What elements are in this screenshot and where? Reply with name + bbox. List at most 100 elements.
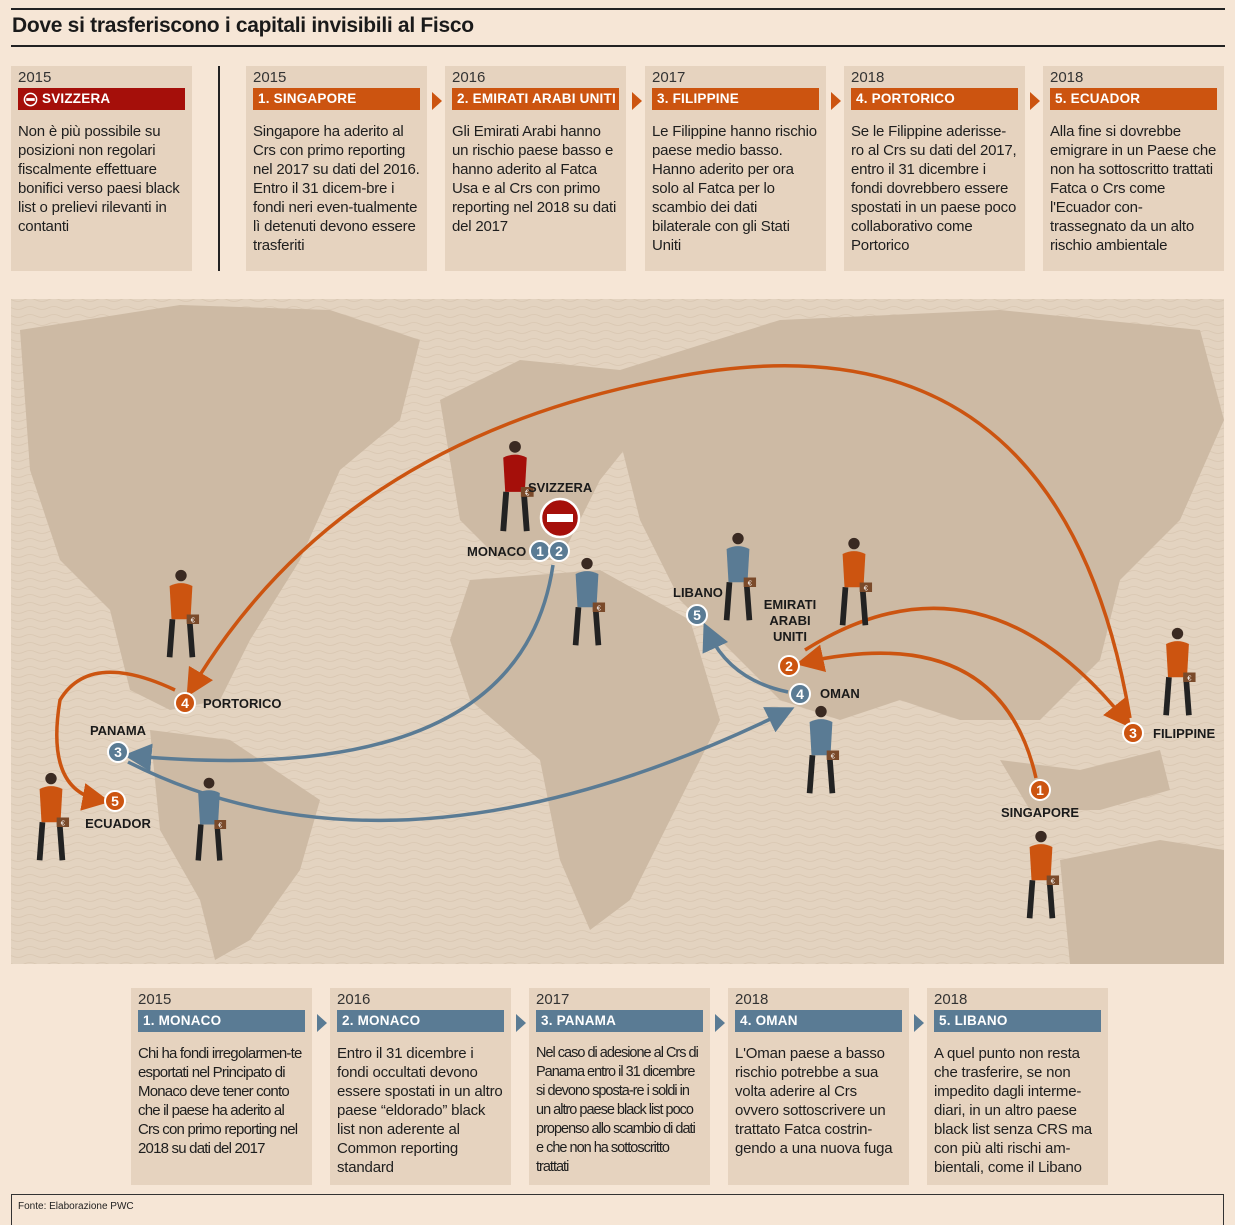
- label-svizzera: SVIZZERA: [528, 480, 593, 495]
- marker-number: 1: [536, 543, 544, 559]
- card-heading: 1. SINGAPORE: [253, 88, 420, 110]
- marker-panama: 3: [107, 741, 129, 763]
- arrow-icon: [632, 92, 642, 110]
- card-monaco-2: 2016 2. MONACO Entro il 31 dicembre i fo…: [330, 988, 511, 1185]
- card-text: Nel caso di adesione al Crs di Panama en…: [536, 1045, 699, 1175]
- card-text: Entro il 31 dicembre i fondi occultati d…: [337, 1045, 503, 1176]
- arrow-icon: [715, 1014, 725, 1032]
- route-singapore-emirati: [795, 644, 1038, 779]
- card-year: 2018: [934, 991, 968, 1008]
- card-year: 2016: [452, 69, 486, 86]
- card-text: Singapore ha aderito al Crs con primo re…: [253, 123, 420, 254]
- card-year: 2018: [1050, 69, 1084, 86]
- card-year: 2015: [18, 69, 52, 86]
- card-portorico: 2018 4. PORTORICO Se le Filippine aderis…: [844, 66, 1025, 271]
- marker-number: 2: [555, 543, 563, 559]
- marker-number: 4: [796, 686, 804, 702]
- card-heading: 5. ECUADOR: [1050, 88, 1217, 110]
- divider: [218, 66, 220, 271]
- label-portorico: PORTORICO: [203, 696, 282, 711]
- card-year: 2017: [536, 991, 570, 1008]
- marker-monaco1: 1: [529, 540, 551, 562]
- label-monaco: MONACO: [467, 544, 526, 559]
- card-year: 2015: [138, 991, 172, 1008]
- card-year: 2018: [851, 69, 885, 86]
- marker-circle: [1122, 722, 1144, 744]
- marker-oman: 4: [789, 683, 811, 705]
- card-text: L'Oman paese a basso rischio potrebbe a …: [735, 1045, 893, 1157]
- card-svizzera: 2015 SVIZZERA Non è più possibile su pos…: [11, 66, 192, 271]
- label-singapore: SINGAPORE: [1001, 805, 1079, 820]
- card-oman: 2018 4. OMAN L'Oman paese a basso rischi…: [728, 988, 909, 1185]
- europe: [440, 360, 640, 560]
- arrow-icon: [914, 1014, 924, 1032]
- card-heading: 4. OMAN: [735, 1010, 902, 1032]
- card-year: 2016: [337, 991, 371, 1008]
- card-filippine: 2017 3. FILIPPINE Le Filippine hanno ris…: [645, 66, 826, 271]
- label-panama: PANAMA: [90, 723, 147, 738]
- marker-number: 2: [785, 658, 793, 674]
- card-libano: 2018 5. LIBANO A quel punto non resta ch…: [927, 988, 1108, 1185]
- card-heading-text: SVIZZERA: [42, 91, 111, 106]
- marker-circle: [686, 604, 708, 626]
- marker-singapore: 1: [1029, 779, 1051, 801]
- label-emirati: EMIRATI: [764, 597, 816, 612]
- card-text: Chi ha fondi irregolarmen-te esportati n…: [138, 1045, 302, 1157]
- marker-number: 3: [1129, 725, 1137, 741]
- label-oman: OMAN: [820, 686, 860, 701]
- label-libano: LIBANO: [673, 585, 723, 600]
- no-entry-icon: [23, 92, 38, 106]
- route-oman-libano: [702, 622, 789, 694]
- marker-emirati: 2: [778, 655, 800, 677]
- marker-number: 5: [693, 607, 701, 623]
- arrow-icon: [831, 92, 841, 110]
- card-text: Non è più possibile su posizioni non reg…: [18, 123, 180, 235]
- routes: [55, 364, 1132, 823]
- arrow-icon: [317, 1014, 327, 1032]
- card-text: Se le Filippine aderisse-ro al Crs su da…: [851, 123, 1017, 254]
- top-rule: [11, 8, 1225, 10]
- marker-libano: 5: [686, 604, 708, 626]
- card-text: Alla fine si dovrebbe emigrare in un Pae…: [1050, 123, 1217, 254]
- title-rule: [11, 45, 1225, 47]
- marker-circle: [778, 655, 800, 677]
- arrow-icon: [516, 1014, 526, 1032]
- card-text: Le Filippine hanno rischio paese medio b…: [652, 123, 817, 254]
- label-filippine: FILIPPINE: [1153, 726, 1215, 741]
- card-text: A quel punto non resta che trasferire, s…: [934, 1045, 1092, 1176]
- card-heading: 2. MONACO: [337, 1010, 504, 1032]
- route-monaco-panama: [123, 564, 555, 772]
- marker-number: 5: [111, 793, 119, 809]
- marker-number: 3: [114, 744, 122, 760]
- card-heading: 3. PANAMA: [536, 1010, 703, 1032]
- label-ecuador: ECUADOR: [85, 816, 151, 831]
- source-footer: Fonte: Elaborazione PWC: [11, 1194, 1224, 1225]
- card-heading: 4. PORTORICO: [851, 88, 1018, 110]
- card-heading: 3. FILIPPINE: [652, 88, 819, 110]
- card-heading: 5. LIBANO: [934, 1010, 1101, 1032]
- marker-number: 4: [181, 695, 189, 711]
- card-text: Gli Emirati Arabi hanno un rischio paese…: [452, 123, 617, 235]
- arrow-icon: [1030, 92, 1040, 110]
- marker-number: 1: [1036, 782, 1044, 798]
- card-monaco-1: 2015 1. MONACO Chi ha fondi irregolarmen…: [131, 988, 312, 1185]
- card-emirati: 2016 2. EMIRATI ARABI UNITI Gli Emirati …: [445, 66, 626, 271]
- no-entry-icon: [539, 497, 581, 539]
- marker-ecuador: 5: [104, 790, 126, 812]
- marker-circle: [548, 540, 570, 562]
- arrow-icon: [432, 92, 442, 110]
- card-year: 2017: [652, 69, 686, 86]
- card-heading: 1. MONACO: [138, 1010, 305, 1032]
- card-panama: 2017 3. PANAMA Nel caso di adesione al C…: [529, 988, 710, 1185]
- route-filippine-portorico: [186, 364, 1132, 719]
- card-year: 2018: [735, 991, 769, 1008]
- label-uniti: UNITI: [773, 629, 807, 644]
- north-america: [20, 305, 420, 710]
- source-text: Fonte: Elaborazione PWC: [18, 1201, 134, 1212]
- south-america: [150, 730, 320, 960]
- marker-circle: [104, 790, 126, 812]
- route-portorico-ecuador: [55, 670, 176, 811]
- card-heading: 2. EMIRATI ARABI UNITI: [452, 88, 619, 110]
- australia: [1060, 840, 1224, 964]
- marker-circle: [789, 683, 811, 705]
